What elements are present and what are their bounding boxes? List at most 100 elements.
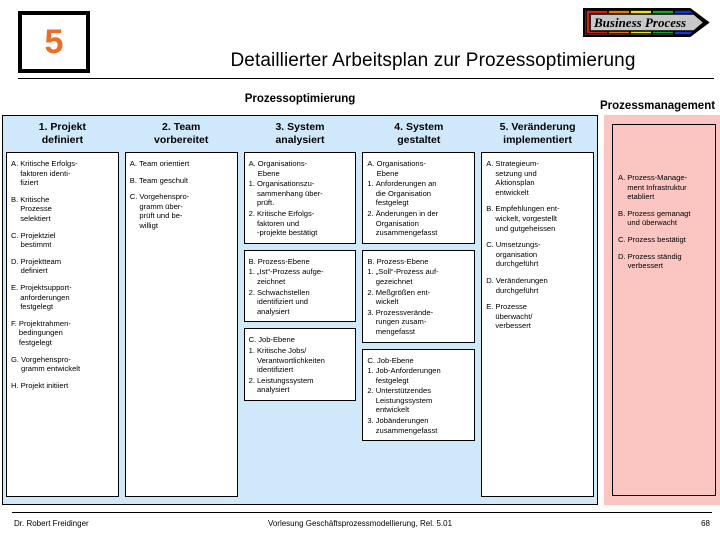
item-marker: B. xyxy=(486,204,494,214)
item-text: Kritische Jobs/ Verantwortlichkeiten ide… xyxy=(256,345,325,375)
item-text: Vorgehenspro- gramm entwickelt xyxy=(21,354,81,374)
item-text: Job-Ebene xyxy=(258,335,295,345)
slide-number-box: 5 xyxy=(18,11,90,73)
item-marker: 2. xyxy=(248,287,255,297)
item-marker: 2. xyxy=(367,386,374,396)
deliverable-item: C.Job-Ebene xyxy=(249,335,352,345)
item-marker: F. xyxy=(11,318,17,328)
deliverable-item: 1.Organisationszu- sammenhang über- prüf… xyxy=(249,179,352,208)
business-process-logo-icon: Business Process xyxy=(583,8,710,37)
item-text: Projekt initiiert xyxy=(20,380,69,390)
item-marker: G. xyxy=(11,354,20,364)
deliverable-item: 1.Anforderungen an die Organisation fest… xyxy=(367,179,470,208)
item-text: Prozess-Ebene xyxy=(257,256,310,266)
item-text: Projektrahmen- bedingungen festgelegt xyxy=(18,318,71,347)
item-marker: B. xyxy=(248,256,256,266)
deliverable-item: B.Team geschult xyxy=(130,176,233,186)
deliverable-item: F.Projektrahmen- bedingungen festgelegt xyxy=(11,319,114,348)
item-text: Unterstützendes Leistungssystem entwicke… xyxy=(375,386,433,415)
item-text: Prozesse überwacht/ verbessert xyxy=(495,302,533,331)
item-marker: C. xyxy=(248,335,257,345)
phase-header-line1: 5. Veränderung xyxy=(499,121,576,133)
item-text: Schwachstellen identifiziert und analysi… xyxy=(256,287,310,316)
item-marker: 2. xyxy=(367,287,374,297)
prozessmanagement-panel: A.Prozess-Manage- ment Infrastruktur eta… xyxy=(604,115,720,505)
deliverable-item: 2.Unterstützendes Leistungssystem entwic… xyxy=(367,386,470,415)
item-text: Veränderungen durchgeführt xyxy=(495,275,548,295)
item-marker: A. xyxy=(367,159,375,168)
item-marker: 2. xyxy=(248,208,255,218)
item-text: Umsetzungs- organisation durchgeführt xyxy=(495,240,541,269)
deliverable-item: B.Prozess-Ebene xyxy=(367,257,470,267)
management-item: D.Prozess ständig verbessert xyxy=(618,252,710,271)
item-marker: C. xyxy=(486,240,494,250)
deliverable-item: 2.Leistungssystem analysiert xyxy=(249,376,352,395)
deliverable-item: A.Kritische Erfolgs- faktoren identi- fi… xyxy=(11,159,114,188)
item-marker: C. xyxy=(11,230,19,240)
item-marker: A. xyxy=(618,173,626,182)
item-marker: 3. xyxy=(367,416,374,426)
item-marker: H. xyxy=(11,380,19,390)
item-marker: 1. xyxy=(367,366,374,376)
phase-header-line2: implementiert xyxy=(503,134,573,146)
item-text: Meßgrößen ent- wickelt xyxy=(375,287,431,307)
deliverable-item: B.Kritische Prozesse selektiert xyxy=(11,195,114,224)
management-item: C.Prozess bestätigt xyxy=(618,235,710,245)
deliverable-item: 2.Änderungen in der Organisation zusamme… xyxy=(367,209,470,238)
item-marker: C. xyxy=(618,234,626,244)
phase-header-line1: 3. System xyxy=(275,121,325,133)
item-text: Team geschult xyxy=(138,175,188,185)
item-text: Prozessverände- rungen zusam- mengefasst xyxy=(375,307,434,336)
prozessmanagement-card: A.Prozess-Manage- ment Infrastruktur eta… xyxy=(612,124,716,496)
deliverable-item: A.Team orientiert xyxy=(130,159,233,169)
item-text: Prozess gemanagt und überwacht xyxy=(627,208,691,228)
item-text: Organisationszu- sammenhang über- prüft. xyxy=(256,179,323,208)
item-text: „Soll“-Prozess auf- gezeichnet xyxy=(375,267,439,286)
item-text: Kritische Erfolgs- faktoren identi- fizi… xyxy=(20,159,78,188)
phase-header-line2: definiert xyxy=(41,134,84,146)
management-item: A.Prozess-Manage- ment Infrastruktur eta… xyxy=(618,173,710,202)
phase-header-line2: analysiert xyxy=(275,134,325,146)
item-marker: B. xyxy=(618,208,626,218)
item-text: Prozess ständig verbessert xyxy=(627,251,682,271)
item-text: „Ist“-Prozess aufge- zeichnet xyxy=(256,267,324,286)
item-marker: A. xyxy=(11,159,19,168)
section-caption-prozessmanagement: Prozessmanagement xyxy=(600,100,716,112)
deliverable-item: 1.Job-Anforderungen festgelegt xyxy=(367,366,470,385)
item-marker: B. xyxy=(11,194,19,204)
item-text: Kritische Prozesse selektiert xyxy=(20,194,52,223)
deliverable-item: 3.Prozessverände- rungen zusam- mengefas… xyxy=(367,308,470,337)
item-text: Job-Ebene xyxy=(376,355,414,365)
item-text: Leistungssystem analysiert xyxy=(256,375,314,395)
slide-number: 5 xyxy=(44,23,64,61)
deliverable-item: C.Projektziel bestimmt xyxy=(11,231,114,250)
deliverable-item: 1.„Ist“-Prozess aufge- zeichnet xyxy=(249,267,352,286)
deliverable-item: 1.Kritische Jobs/ Verantwortlichkeiten i… xyxy=(249,346,352,375)
item-text: Team orientiert xyxy=(138,159,190,168)
deliverable-item: 1.„Soll“-Prozess auf- gezeichnet xyxy=(367,267,470,286)
item-marker: 3. xyxy=(367,307,374,317)
phase-header-line1: 4. System xyxy=(394,121,444,133)
item-text: Anforderungen an die Organisation festge… xyxy=(375,179,437,208)
phase-header-line2: vorbereitet xyxy=(154,134,209,146)
item-marker: D. xyxy=(618,251,626,261)
item-marker: B. xyxy=(129,175,137,185)
item-text: Prozess bestätigt xyxy=(627,234,686,244)
deliverable-item: A.Organisations- Ebene xyxy=(249,159,352,178)
item-marker: A. xyxy=(486,159,494,168)
deliverable-item: H.Projekt initiiert xyxy=(11,381,114,391)
deliverable-item: E.Prozesse überwacht/ verbessert xyxy=(486,302,589,331)
item-marker: C. xyxy=(367,355,375,365)
page-title: Detaillierter Arbeitsplan zur Prozessopt… xyxy=(230,50,636,71)
header-divider xyxy=(18,78,714,79)
item-marker: 1. xyxy=(248,267,255,277)
